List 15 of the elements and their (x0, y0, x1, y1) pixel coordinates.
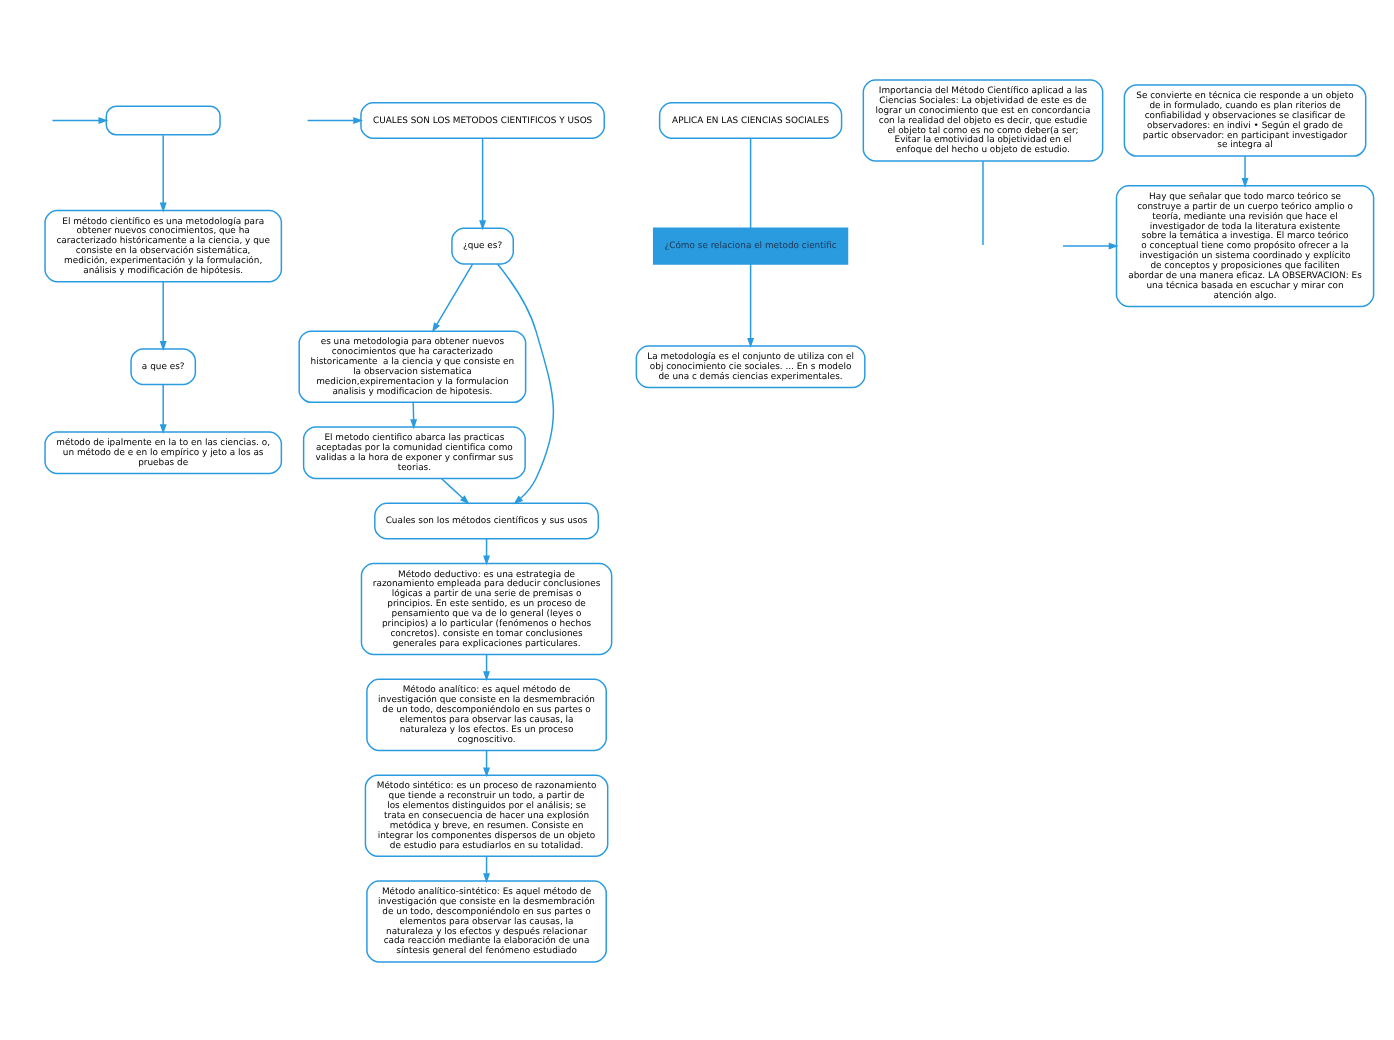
arrow (432, 262, 474, 332)
node-box (105, 104, 221, 135)
arrow (1062, 241, 1119, 249)
connector (749, 136, 752, 228)
arrow (51, 116, 109, 123)
arrow (159, 280, 167, 350)
arrow (1241, 154, 1249, 187)
connector (982, 159, 984, 245)
arrow (479, 136, 487, 230)
arrow (159, 133, 167, 212)
arrow (747, 262, 755, 347)
arrow (496, 262, 555, 504)
arrow (306, 116, 364, 123)
arrow (159, 383, 167, 434)
arrow (440, 477, 470, 504)
